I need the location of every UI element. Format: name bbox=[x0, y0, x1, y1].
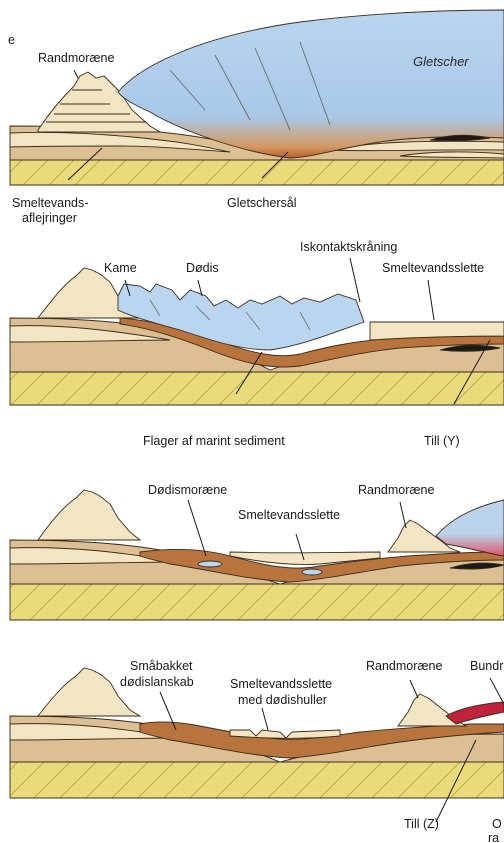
label-smeltevands-line2: aflejringer bbox=[22, 211, 77, 225]
label-smeltevandsslette: Smeltevandsslette bbox=[238, 508, 340, 522]
kettle-pond bbox=[198, 561, 222, 567]
label-randmoraene: Randmoræne bbox=[366, 659, 442, 673]
moraine-hill-left bbox=[38, 490, 140, 540]
smeltevandsslette-dodishuller bbox=[230, 730, 340, 738]
label-doedismoraene: Dødismoræne bbox=[148, 483, 227, 497]
leader-randmoraene bbox=[400, 502, 406, 528]
label-randmoraene: Randmoræne bbox=[358, 483, 434, 497]
label-edge-fragment: e bbox=[8, 33, 15, 47]
label-gletschersaal: Gletschersål bbox=[227, 196, 296, 210]
panel-2: Kame Dødis Iskontaktskråning Smeltevands… bbox=[10, 240, 504, 448]
bedrock-layer bbox=[10, 372, 504, 405]
leader-randmoraene bbox=[410, 680, 418, 698]
label-smeltevandsslette: Smeltevandsslette bbox=[382, 261, 484, 275]
panel-3: Dødismoræne Smeltevandsslette Randmoræne bbox=[10, 483, 504, 620]
label-smeltevands-line1: Smeltevands- bbox=[12, 196, 88, 210]
leader-smeltevandsslette bbox=[262, 708, 268, 730]
label-smeltevandsslette-line2: med dødishuller bbox=[238, 693, 327, 707]
label-till-z: Till (Z) bbox=[404, 817, 439, 831]
label-cut-line1: O bbox=[492, 817, 502, 831]
leader-bundmoraene bbox=[490, 678, 504, 704]
leader-doedismoraene bbox=[188, 500, 206, 556]
label-cut-line2: ra bbox=[488, 831, 499, 843]
leader-smeltevandsslette bbox=[428, 280, 434, 320]
panel-1: e Randmoræne Gletscher Smeltevands- afle… bbox=[8, 10, 504, 225]
label-gletscher: Gletscher bbox=[413, 54, 469, 69]
label-smaabakket-line2: dødislanskab bbox=[120, 675, 194, 689]
leader-randmoraene bbox=[74, 70, 78, 78]
panel-4: Småbakket dødislanskab Smeltevandsslette… bbox=[10, 659, 504, 843]
bedrock-layer bbox=[10, 762, 504, 798]
label-flager: Flager af marint sediment bbox=[143, 434, 285, 448]
label-smeltevandsslette-line1: Smeltevandsslette bbox=[230, 677, 332, 691]
bedrock-layer bbox=[10, 584, 504, 620]
label-till-y: Till (Y) bbox=[424, 434, 460, 448]
kettle-pond bbox=[302, 569, 322, 575]
bundmoraene-red-layer bbox=[446, 702, 504, 724]
label-randmoraene: Randmoræne bbox=[38, 51, 114, 65]
label-doedis: Dødis bbox=[186, 261, 219, 275]
label-kame: Kame bbox=[104, 261, 137, 275]
label-smaabakket-line1: Småbakket bbox=[130, 659, 193, 673]
label-bundmoraene-partial: Bundr bbox=[470, 659, 503, 673]
leader-iskontaktskraaning bbox=[350, 258, 360, 302]
label-iskontaktskraaning: Iskontaktskråning bbox=[300, 240, 397, 254]
bedrock-layer bbox=[10, 160, 504, 185]
